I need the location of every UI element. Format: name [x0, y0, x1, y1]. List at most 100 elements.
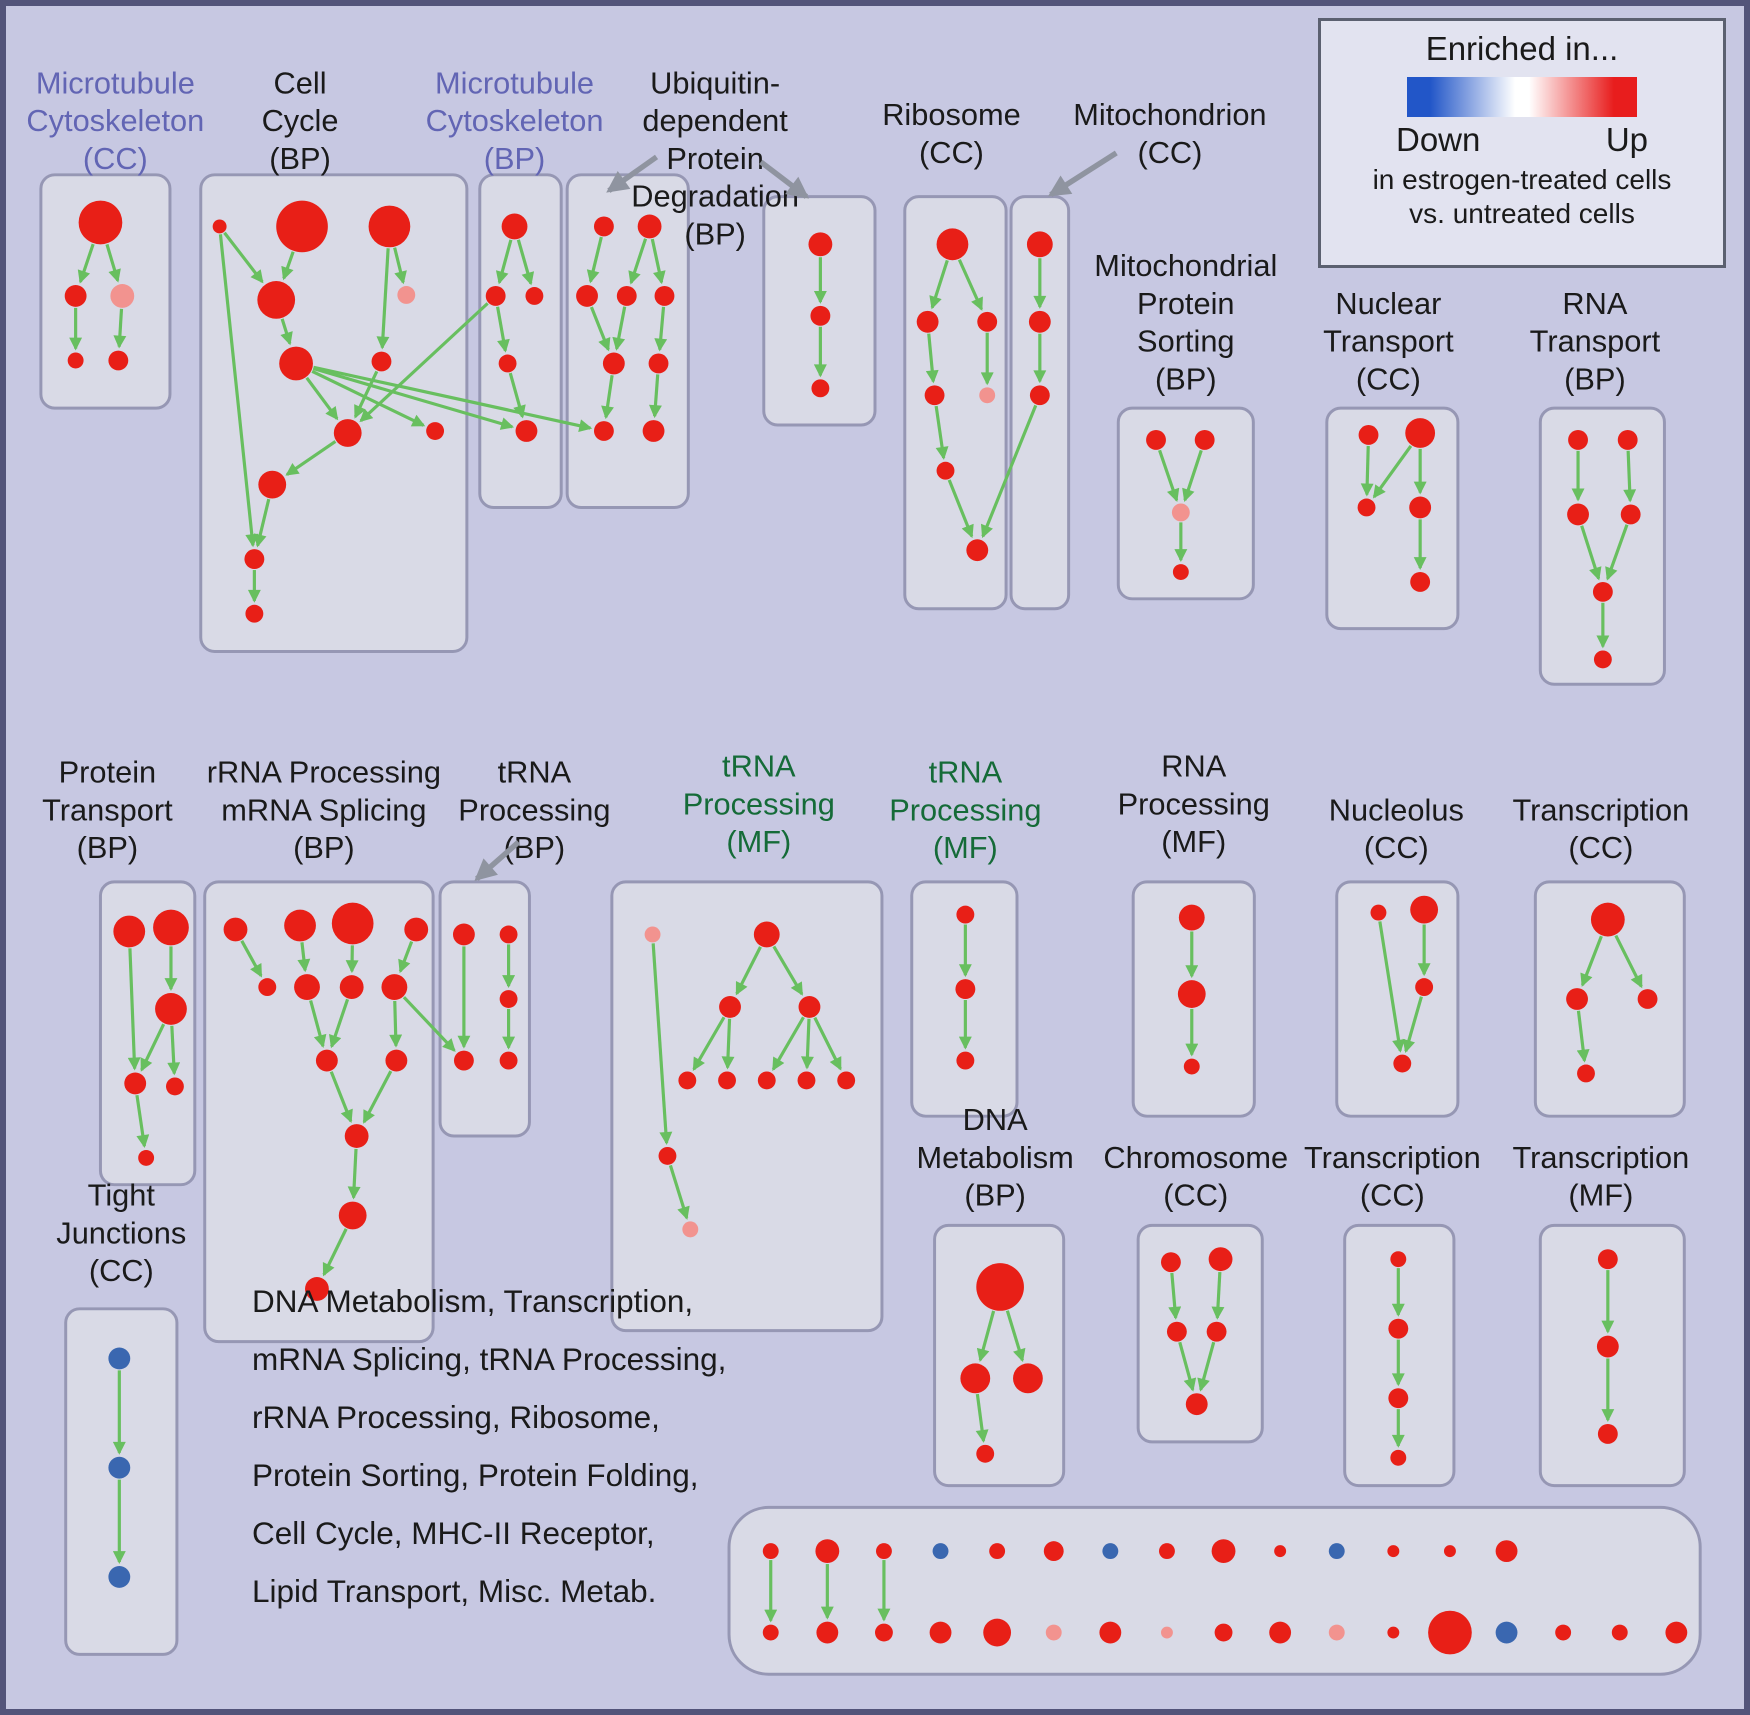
- node-trna-processing-mf-a-5: [718, 1071, 736, 1090]
- node-rrna-processing-mrna-splicing-bp-8: [315, 1049, 338, 1072]
- node-trna-processing-mf-a-1: [753, 921, 780, 948]
- node-protein-transport-bp-5: [138, 1149, 155, 1166]
- node-misc-cluster-14: [762, 1624, 779, 1641]
- edge-arrow: [612, 306, 627, 351]
- edge-arrow: [772, 945, 804, 996]
- edge-arrow: [495, 239, 513, 285]
- group-label-mitochondrion-cc: Mitochondrion(CC): [1073, 97, 1266, 170]
- node-microtubule-cytoskeleton-cc-2: [110, 284, 135, 308]
- node-nuclear-transport-cc-1: [1405, 418, 1436, 448]
- node-trna-processing-mf-a-2: [719, 996, 741, 1018]
- edge-arrow: [105, 243, 121, 283]
- node-tight-junctions-cc-2: [108, 1566, 131, 1588]
- node-trna-processing-mf-a-3: [798, 996, 821, 1018]
- node-protein-transport-bp-2: [155, 993, 187, 1025]
- node-trna-processing-mf-b-2: [956, 1051, 975, 1070]
- edge-arrow: [167, 1025, 181, 1076]
- node-ribosome-cc-3: [924, 385, 945, 406]
- edge-arrow: [281, 251, 295, 281]
- node-ubiquitin-degradation-bp-b-1: [810, 305, 831, 326]
- node-microtubule-cytoskeleton-bp-3: [498, 354, 517, 373]
- node-mitochondrial-protein-sorting-bp-2: [1171, 503, 1190, 522]
- node-cell-cycle-bp-0: [212, 219, 227, 234]
- edge-arrow: [322, 1228, 348, 1277]
- edge-arrow: [113, 308, 127, 349]
- node-cell-cycle-bp-5: [279, 346, 313, 381]
- edge-arrow: [402, 996, 456, 1052]
- node-misc-cluster-2: [875, 1543, 892, 1560]
- group-box-misc-cluster: [727, 1505, 1702, 1676]
- edge-arrow: [957, 259, 983, 311]
- node-ubiquitin-degradation-bp-a-7: [593, 421, 614, 441]
- node-cell-cycle-bp-2: [368, 205, 411, 248]
- edge-arrow: [508, 372, 526, 419]
- edge-arrow: [668, 1164, 690, 1220]
- node-misc-cluster-25: [1387, 1626, 1400, 1639]
- node-misc-cluster-7: [1158, 1543, 1175, 1560]
- node-protein-transport-bp-0: [113, 915, 146, 948]
- legend-gradient-bar: [1407, 77, 1637, 117]
- edge-arrow: [135, 1094, 150, 1149]
- edge-arrow: [1178, 1341, 1197, 1392]
- node-ribosome-cc-1: [916, 310, 939, 333]
- node-nucleolus-cc-2: [1415, 978, 1434, 997]
- node-ribosome-cc-5: [936, 461, 955, 480]
- node-rrna-processing-mrna-splicing-bp-12: [305, 1277, 329, 1301]
- edge-arrow: [1360, 445, 1374, 497]
- node-misc-cluster-5: [1043, 1541, 1064, 1562]
- node-misc-cluster-18: [983, 1618, 1012, 1647]
- node-misc-cluster-26: [1428, 1610, 1472, 1655]
- edge-arrow: [1580, 935, 1603, 987]
- node-tight-junctions-cc-0: [108, 1347, 131, 1370]
- node-rna-processing-mf-1: [1177, 980, 1206, 1008]
- node-misc-cluster-0: [762, 1543, 779, 1560]
- edge-arrow: [735, 946, 762, 996]
- footnote-line: Lipid Transport, Misc. Metab.: [252, 1573, 657, 1609]
- node-mitochondrion-cc-1: [1028, 310, 1051, 333]
- label-pointer-arrow-2: [759, 159, 810, 199]
- legend-scale-labels: Down Up: [1396, 121, 1648, 159]
- node-trna-processing-bp-4: [499, 1051, 518, 1070]
- node-transcription-cc-lower-1: [1388, 1318, 1409, 1339]
- node-ubiquitin-degradation-bp-a-1: [637, 214, 662, 239]
- edge-arrow: [285, 440, 337, 476]
- node-microtubule-cytoskeleton-bp-1: [485, 286, 506, 306]
- node-misc-cluster-16: [875, 1623, 893, 1642]
- node-microtubule-cytoskeleton-bp-2: [525, 287, 544, 305]
- node-ubiquitin-degradation-bp-a-4: [654, 286, 675, 306]
- edge-arrow: [1614, 934, 1643, 989]
- node-rrna-processing-mrna-splicing-bp-2: [331, 902, 374, 945]
- node-trna-processing-mf-a-0: [644, 926, 661, 943]
- edge-arrow: [651, 943, 673, 1145]
- node-chromosome-cc-4: [1185, 1393, 1208, 1416]
- footnote-line: mRNA Splicing, tRNA Processing,: [252, 1341, 727, 1377]
- node-misc-cluster-8: [1211, 1539, 1236, 1564]
- edge-arrow: [947, 479, 974, 539]
- misc-cluster-label: DNA Metabolism, Transcription, mRNA Spli…: [252, 1272, 726, 1620]
- footnote-line: rRNA Processing, Ribosome,: [252, 1399, 660, 1435]
- node-rna-transport-bp-3: [1620, 504, 1641, 525]
- node-rrna-processing-mrna-splicing-bp-0: [223, 917, 248, 942]
- edge-arrow: [393, 247, 407, 285]
- node-trna-processing-mf-a-7: [797, 1071, 816, 1090]
- node-chromosome-cc-0: [1160, 1252, 1181, 1273]
- edge-arrow: [1005, 1310, 1026, 1363]
- edge-arrow: [77, 243, 95, 284]
- edge-arrow: [1158, 449, 1180, 503]
- group-box-trna-processing-bp: [438, 880, 531, 1138]
- node-chromosome-cc-2: [1166, 1321, 1187, 1342]
- node-trna-processing-mf-b-1: [955, 979, 976, 1000]
- group-box-chromosome-cc: [1136, 1223, 1264, 1444]
- node-ubiquitin-degradation-bp-a-3: [616, 286, 637, 306]
- node-transcription-cc-upper-3: [1577, 1064, 1595, 1083]
- node-transcription-cc-lower-0: [1390, 1251, 1407, 1268]
- node-transcription-cc-upper-2: [1637, 989, 1658, 1009]
- node-rna-transport-bp-5: [1593, 650, 1612, 669]
- edge-arrow: [929, 259, 949, 310]
